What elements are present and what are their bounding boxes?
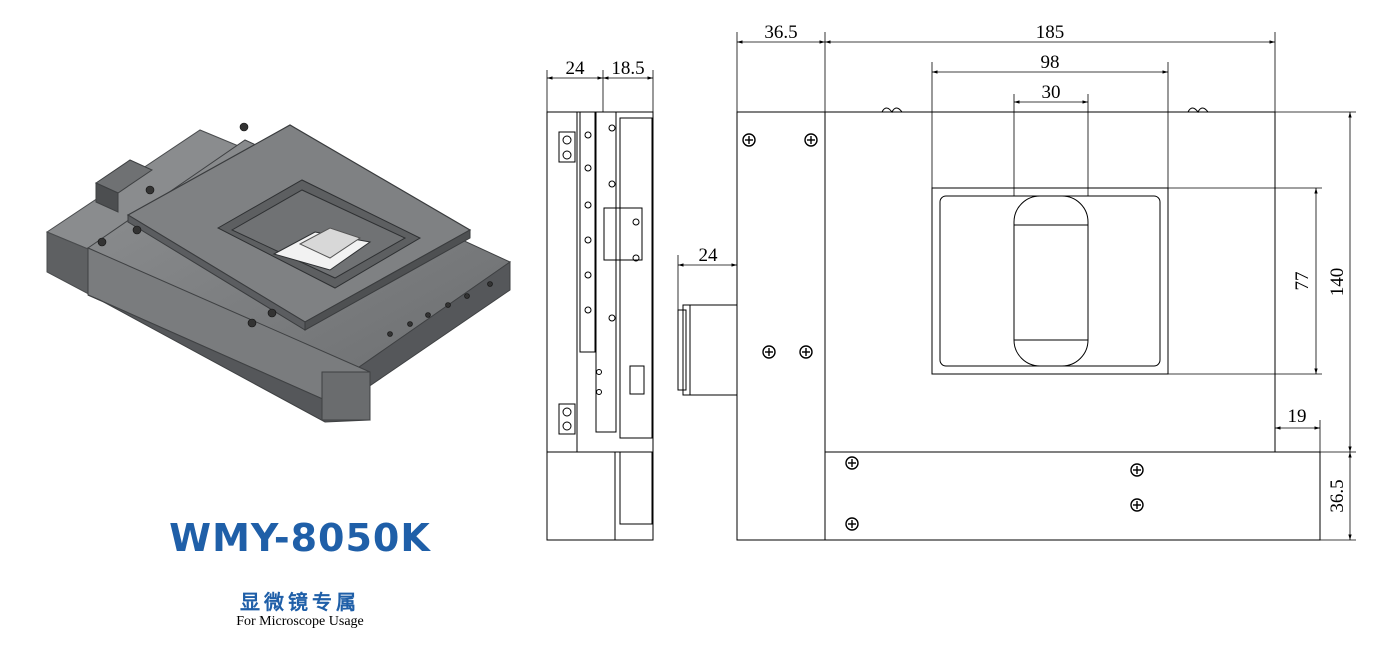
dim-aperture-height: 77 — [1292, 272, 1313, 291]
side-view — [546, 111, 654, 541]
dim-edge-offset: 19 — [1288, 406, 1307, 427]
subtitle-english: For Microscope Usage — [236, 614, 364, 629]
dim-knob-length: 24 — [699, 245, 719, 266]
front-view — [677, 107, 1321, 541]
front-view-screws — [742, 133, 1144, 531]
dimension-labels: 24 18.5 36.5 185 98 30 24 19 77 140 36.5 — [566, 22, 1349, 513]
dim-stage-width: 185 — [1036, 22, 1065, 43]
subtitle-chinese: 显微镜专属 — [240, 590, 360, 614]
dim-bottom-height: 36.5 — [1327, 479, 1348, 512]
model-title: WMY-8050K — [169, 516, 431, 560]
dim-side-width: 24 — [566, 58, 586, 79]
dim-block-width: 36.5 — [764, 22, 797, 43]
dim-window-width: 30 — [1042, 82, 1061, 103]
dim-side-extra: 18.5 — [611, 58, 644, 79]
dim-aperture-width: 98 — [1041, 52, 1060, 73]
dim-stage-height: 140 — [1327, 268, 1348, 297]
dimension-lines — [546, 32, 1356, 541]
stage-3d-render — [45, 122, 512, 423]
